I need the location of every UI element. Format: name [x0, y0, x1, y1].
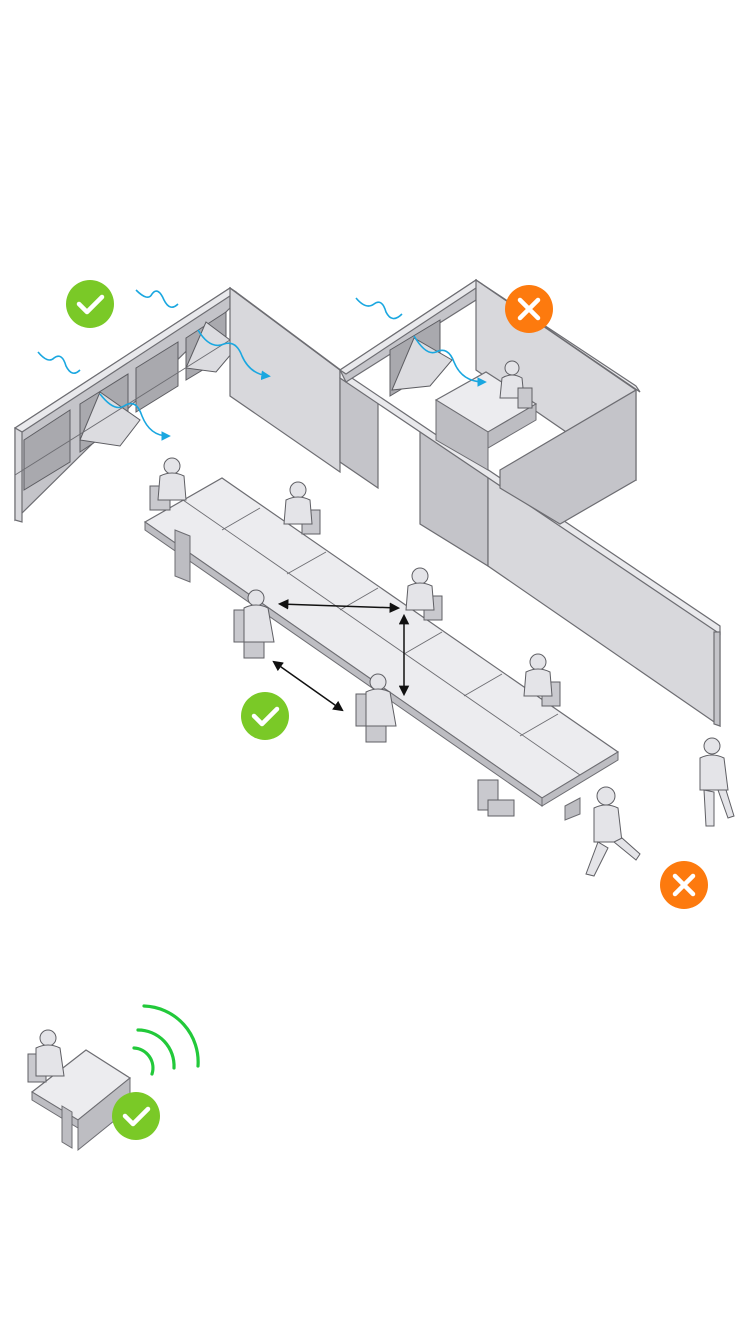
- seat-distancing-ok-badge: [241, 692, 289, 740]
- seated-person-3: [405, 567, 443, 621]
- seated-person-5: [355, 673, 397, 743]
- seated-people: [149, 457, 561, 817]
- walking-people: [585, 737, 735, 877]
- checkmark-icon: [251, 706, 280, 727]
- closed-room-not-ok-badge: [505, 285, 553, 333]
- empty-chair: [477, 779, 515, 817]
- cross-icon: [672, 873, 696, 897]
- seated-person-6: [523, 653, 561, 707]
- walking-person-1: [585, 786, 641, 877]
- airflow-indicators: [37, 289, 487, 441]
- closed-office-room: [338, 278, 641, 525]
- distance-arrows: [272, 599, 410, 712]
- seated-person-4: [233, 589, 275, 659]
- remote-work-desk: [27, 1029, 132, 1152]
- window-1: [23, 409, 71, 491]
- seated-person-1: [149, 457, 187, 511]
- checkmark-icon: [76, 294, 105, 315]
- walkway-not-ok-badge: [660, 861, 708, 909]
- wifi-signal-icon: [132, 1004, 200, 1076]
- window-ventilation-ok-badge: [66, 280, 114, 328]
- checkmark-icon: [122, 1106, 151, 1127]
- left-window-wall: [13, 286, 239, 523]
- window-3: [135, 341, 179, 413]
- cross-icon: [517, 297, 541, 321]
- walking-person-2: [699, 737, 735, 827]
- seated-person-2: [283, 481, 321, 535]
- person-in-closed-room: [499, 360, 533, 409]
- remote-worker: [27, 1029, 65, 1083]
- window-sash-open-1: [79, 391, 141, 447]
- remote-work-ok-badge: [112, 1092, 160, 1140]
- room-window-sash-open: [391, 337, 453, 391]
